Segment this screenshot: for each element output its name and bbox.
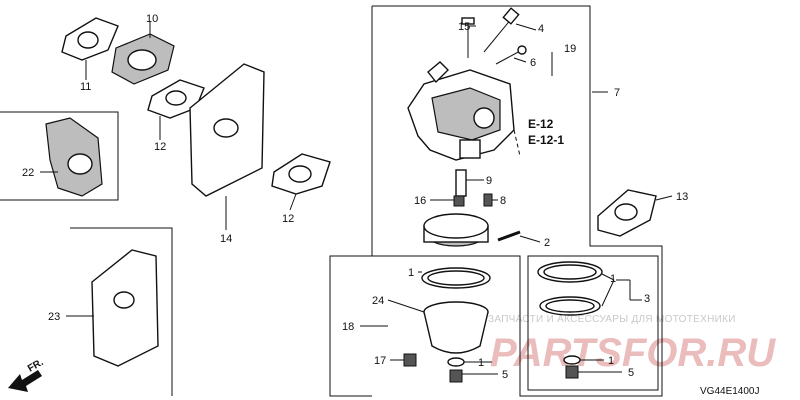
callout-11: 11 [80, 81, 91, 93]
watermark-caption: ЗАПЧАСТИ И АКСЕССУАРЫ ДЛЯ МОТОТЕХНИКИ [488, 314, 736, 325]
nozzle-9-part [455, 169, 467, 197]
callout-17: 17 [374, 355, 386, 367]
callout-10: 10 [146, 13, 158, 25]
gasket-12b-part [271, 153, 331, 195]
callout-8: 8 [500, 195, 506, 207]
callout-12-upper: 12 [154, 141, 166, 153]
part-22 [45, 117, 103, 197]
kit-bolt [565, 365, 579, 379]
pin-2-part [497, 230, 521, 242]
front-direction-arrow: FR. [8, 357, 46, 392]
part-8 [483, 193, 493, 207]
gasket-11-part [61, 17, 119, 61]
o-ring-main-inner [427, 270, 485, 286]
callout-1-kit-washer: 1 [608, 355, 614, 367]
drain-screw-part [403, 353, 417, 367]
callout-24: 24 [372, 295, 384, 307]
callout-1-kit-oring: 1 [610, 273, 616, 285]
callout-14: 14 [220, 233, 232, 245]
leader-lines [40, 22, 673, 375]
ref-e12[interactable]: E-12 [528, 117, 554, 131]
bolt-5-main [449, 369, 463, 383]
part-23 [91, 249, 159, 367]
kit-box [527, 255, 659, 391]
washer-main [447, 357, 465, 367]
screw-6-part [495, 45, 527, 65]
screw-4-part [483, 7, 520, 53]
callout-1-washer: 1 [478, 357, 484, 369]
carburetor-part [407, 61, 515, 161]
front-label: FR. [26, 357, 46, 375]
callout-13: 13 [676, 191, 688, 203]
callout-16: 16 [414, 195, 426, 207]
callout-18: 18 [342, 321, 354, 333]
callout-6: 6 [530, 57, 536, 69]
watermark-logo: PARTSFOR.RU [490, 331, 776, 375]
callout-1-oring: 1 [408, 267, 414, 279]
screw-15-part [461, 17, 475, 58]
assembly-outline [329, 5, 663, 397]
kit-gasket-inner [545, 299, 595, 313]
callout-23: 23 [48, 311, 60, 323]
inset-box-22 [0, 111, 119, 201]
callouts: 10 11 12 12 14 22 23 15 4 6 19 7 9 8 16 … [22, 13, 688, 381]
callout-9: 9 [486, 175, 492, 187]
kit-o-ring-inner [543, 264, 597, 280]
callout-7: 7 [614, 87, 620, 99]
insulator-part [111, 33, 175, 85]
callout-12-lower: 12 [282, 213, 294, 225]
jet-16-part [453, 195, 465, 207]
callout-5-kit-bolt: 5 [628, 367, 634, 379]
heat-shield-part [189, 63, 265, 197]
inset-box-23 [70, 227, 173, 396]
kit-washer [563, 355, 581, 365]
callout-15: 15 [458, 21, 470, 33]
callout-4: 4 [538, 23, 544, 35]
float-part [423, 213, 489, 247]
gasket-13-part [597, 189, 657, 237]
callout-3: 3 [644, 293, 650, 305]
callout-19: 19 [564, 43, 576, 55]
callout-22: 22 [22, 167, 34, 179]
diagram-code: VG44E1400J [700, 386, 760, 397]
callout-2: 2 [544, 237, 550, 249]
callout-5-bolt: 5 [502, 369, 508, 381]
float-bowl-part [423, 301, 489, 354]
ref-e12-1[interactable]: E-12-1 [528, 133, 564, 147]
